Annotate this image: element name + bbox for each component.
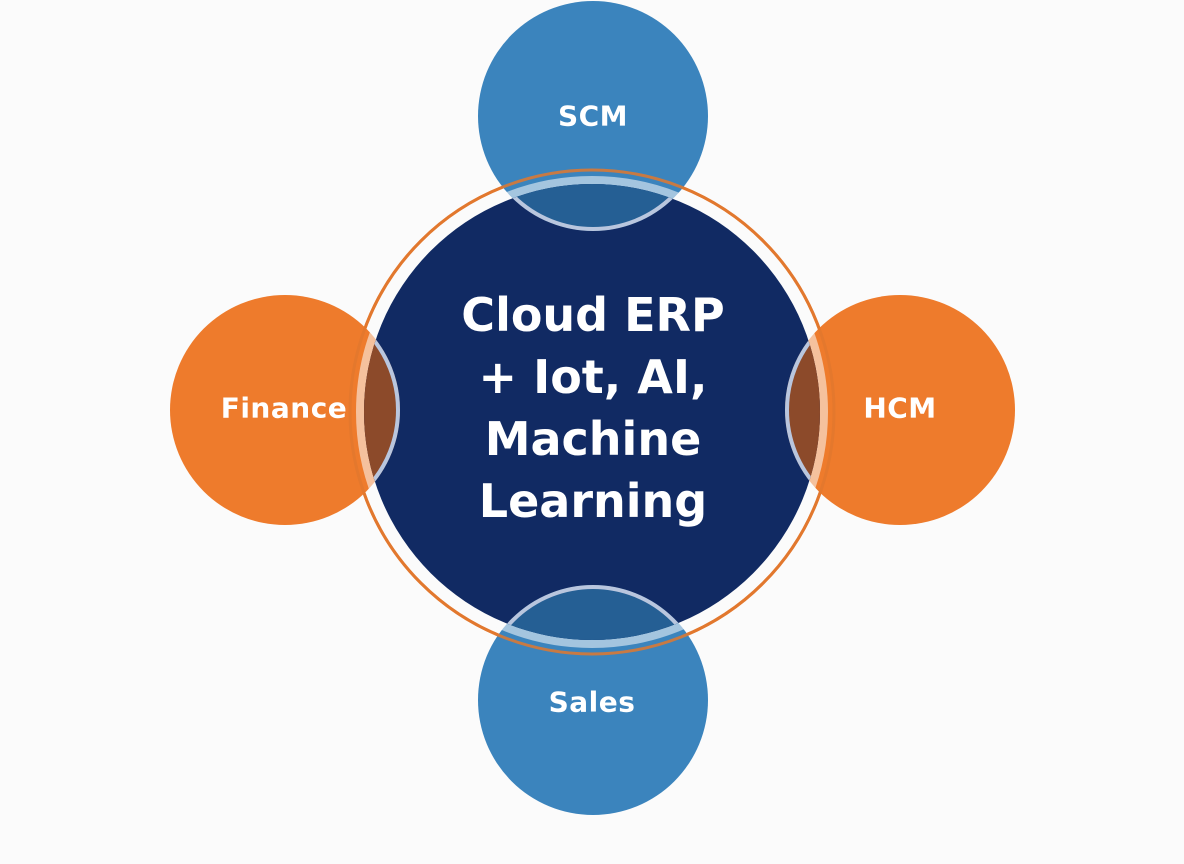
node-scm-circle bbox=[478, 1, 708, 231]
core-halo bbox=[356, 176, 828, 648]
node-scm-label: SCM bbox=[557, 99, 629, 133]
node-finance-label: Finance bbox=[220, 391, 348, 425]
node-finance-circle bbox=[170, 295, 400, 525]
core-line-1: Cloud ERP bbox=[461, 288, 725, 342]
overlaps bbox=[364, 184, 820, 640]
node-sales-label: Sales bbox=[548, 685, 636, 719]
outer-ring-overlay bbox=[348, 168, 836, 656]
node-sales-circle bbox=[478, 585, 708, 815]
core-label: Cloud ERP + Iot, AI, Machine Learning bbox=[461, 284, 724, 532]
core-line-4: Learning bbox=[478, 474, 708, 528]
core-line-2: + Iot, AI, bbox=[478, 350, 708, 404]
node-hcm-circle bbox=[785, 295, 1015, 525]
node-hcm-label: HCM bbox=[863, 391, 937, 425]
core-line-3: Machine bbox=[484, 412, 702, 466]
core-circle bbox=[364, 184, 820, 640]
